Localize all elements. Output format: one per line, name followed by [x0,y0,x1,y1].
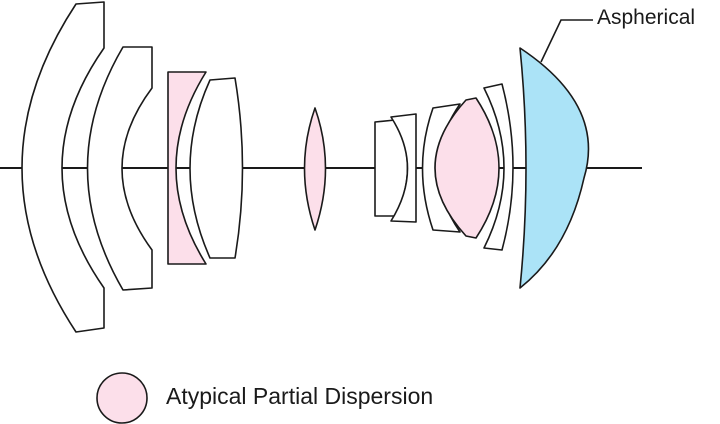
legend-swatch-apd [96,372,148,424]
lens-element-7 [390,113,417,223]
lens-element-10 [483,83,514,251]
lens-element-3-apd [167,71,207,265]
lens-element-9-apd [434,97,500,239]
lens-element-11-aspherical [519,47,590,289]
aspherical-leader-line [540,19,593,63]
lens-element-5-apd [303,107,327,231]
legend-label: Atypical Partial Dispersion [166,383,434,409]
aspherical-callout-label: Aspherical [597,6,696,29]
lens-element-1 [21,1,105,333]
lens-element-4 [189,77,244,259]
lens-element-2 [86,46,153,291]
